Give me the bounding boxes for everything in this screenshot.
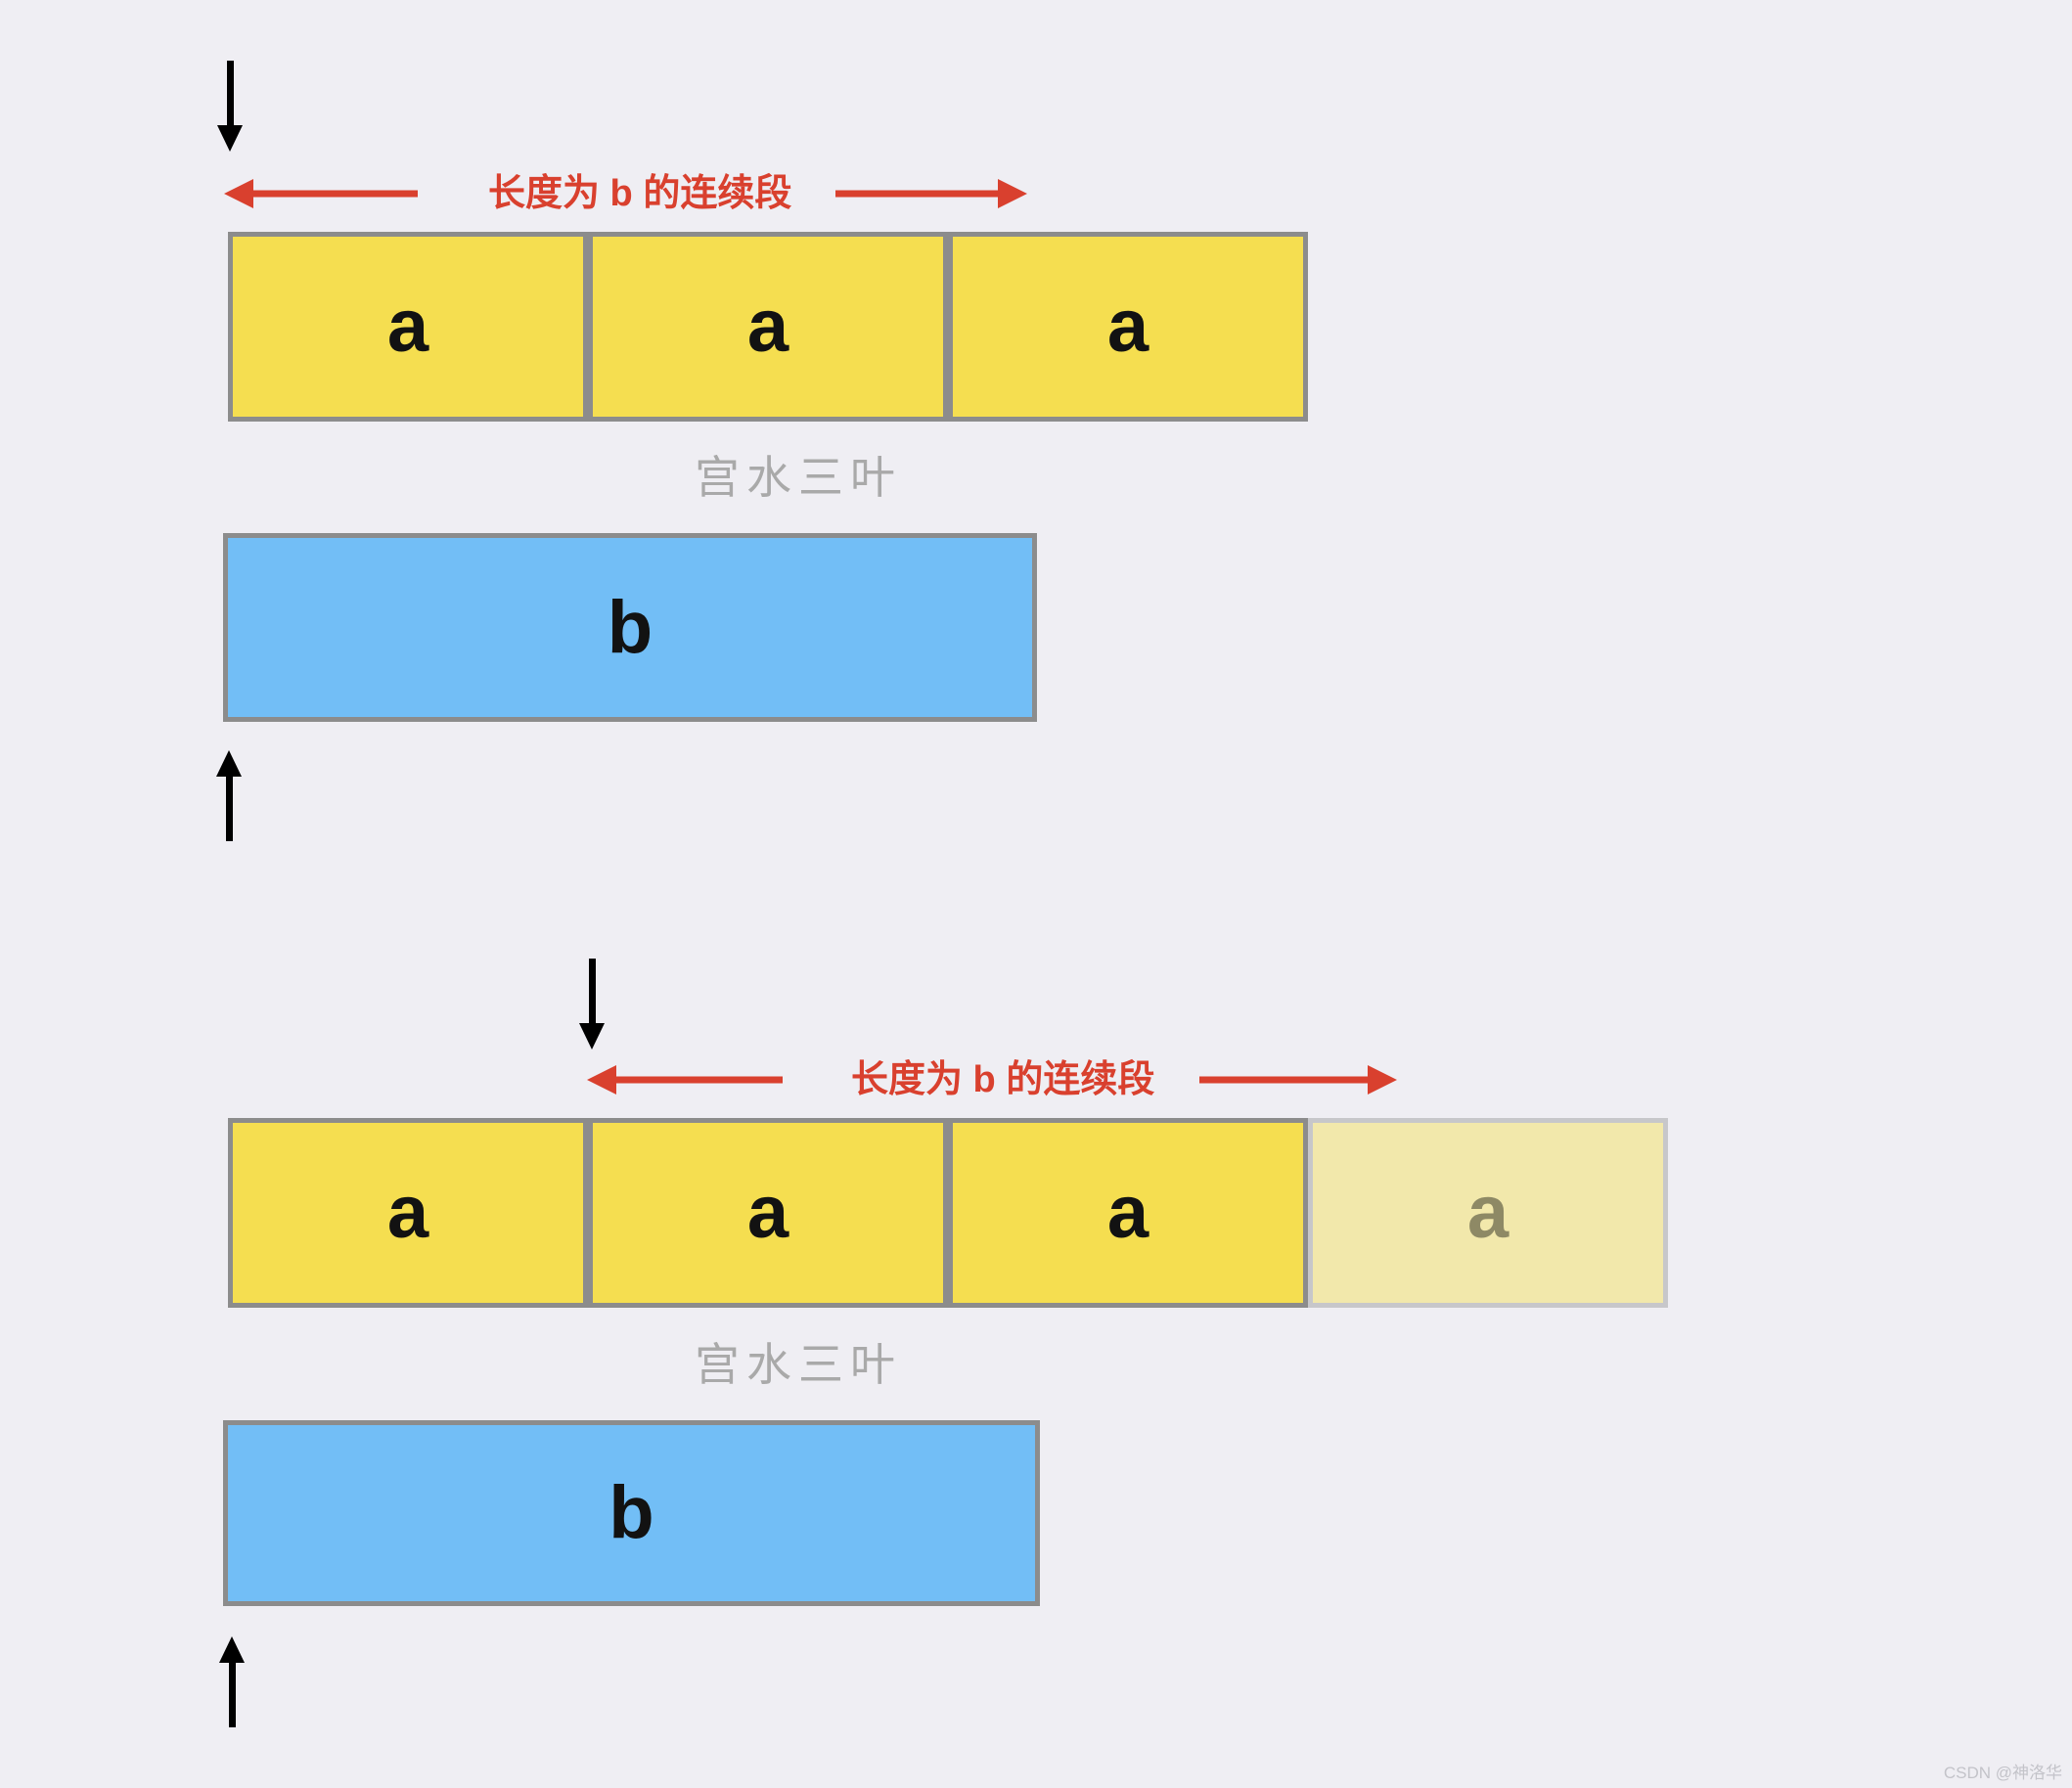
right-arrow-icon <box>835 179 1027 208</box>
cell-label: a <box>746 1171 789 1254</box>
left-arrow-icon <box>224 179 418 208</box>
range-length-label: 长度为 b 的连续段 <box>851 1059 1155 1100</box>
array-cell: a <box>228 1118 588 1308</box>
csdn-watermark: CSDN @神洛华 <box>1943 1764 2062 1782</box>
right-arrow-icon <box>1199 1065 1397 1095</box>
up-arrow-icon <box>219 1636 245 1727</box>
b-bar: b <box>223 533 1037 722</box>
cell-label: a <box>746 285 789 368</box>
down-arrow-icon <box>579 959 605 1050</box>
bar-label: b <box>608 1471 654 1554</box>
cell-label: a <box>386 1171 429 1254</box>
up-arrow-icon <box>216 750 242 841</box>
bar-label: b <box>607 585 653 669</box>
array-cell: a <box>588 1118 948 1308</box>
cell-label: a <box>386 285 429 368</box>
watermark-text: 宫水三叶 <box>695 1340 902 1390</box>
array-cell: a <box>948 232 1308 422</box>
cell-label: a <box>1466 1171 1509 1254</box>
array-cell: a <box>228 232 588 422</box>
array-row-1: a a a <box>228 232 1308 422</box>
array-cell: a <box>588 232 948 422</box>
array-row-2: a a a a <box>228 1118 1668 1308</box>
watermark-text: 宫水三叶 <box>695 453 902 503</box>
cell-label: a <box>1106 1171 1149 1254</box>
range-length-label: 长度为 b 的连续段 <box>488 173 792 214</box>
array-cell-faded: a <box>1308 1118 1668 1308</box>
b-bar: b <box>223 1420 1040 1606</box>
down-arrow-icon <box>217 61 243 152</box>
array-cell: a <box>948 1118 1308 1308</box>
left-arrow-icon <box>587 1065 783 1095</box>
cell-label: a <box>1106 285 1149 368</box>
